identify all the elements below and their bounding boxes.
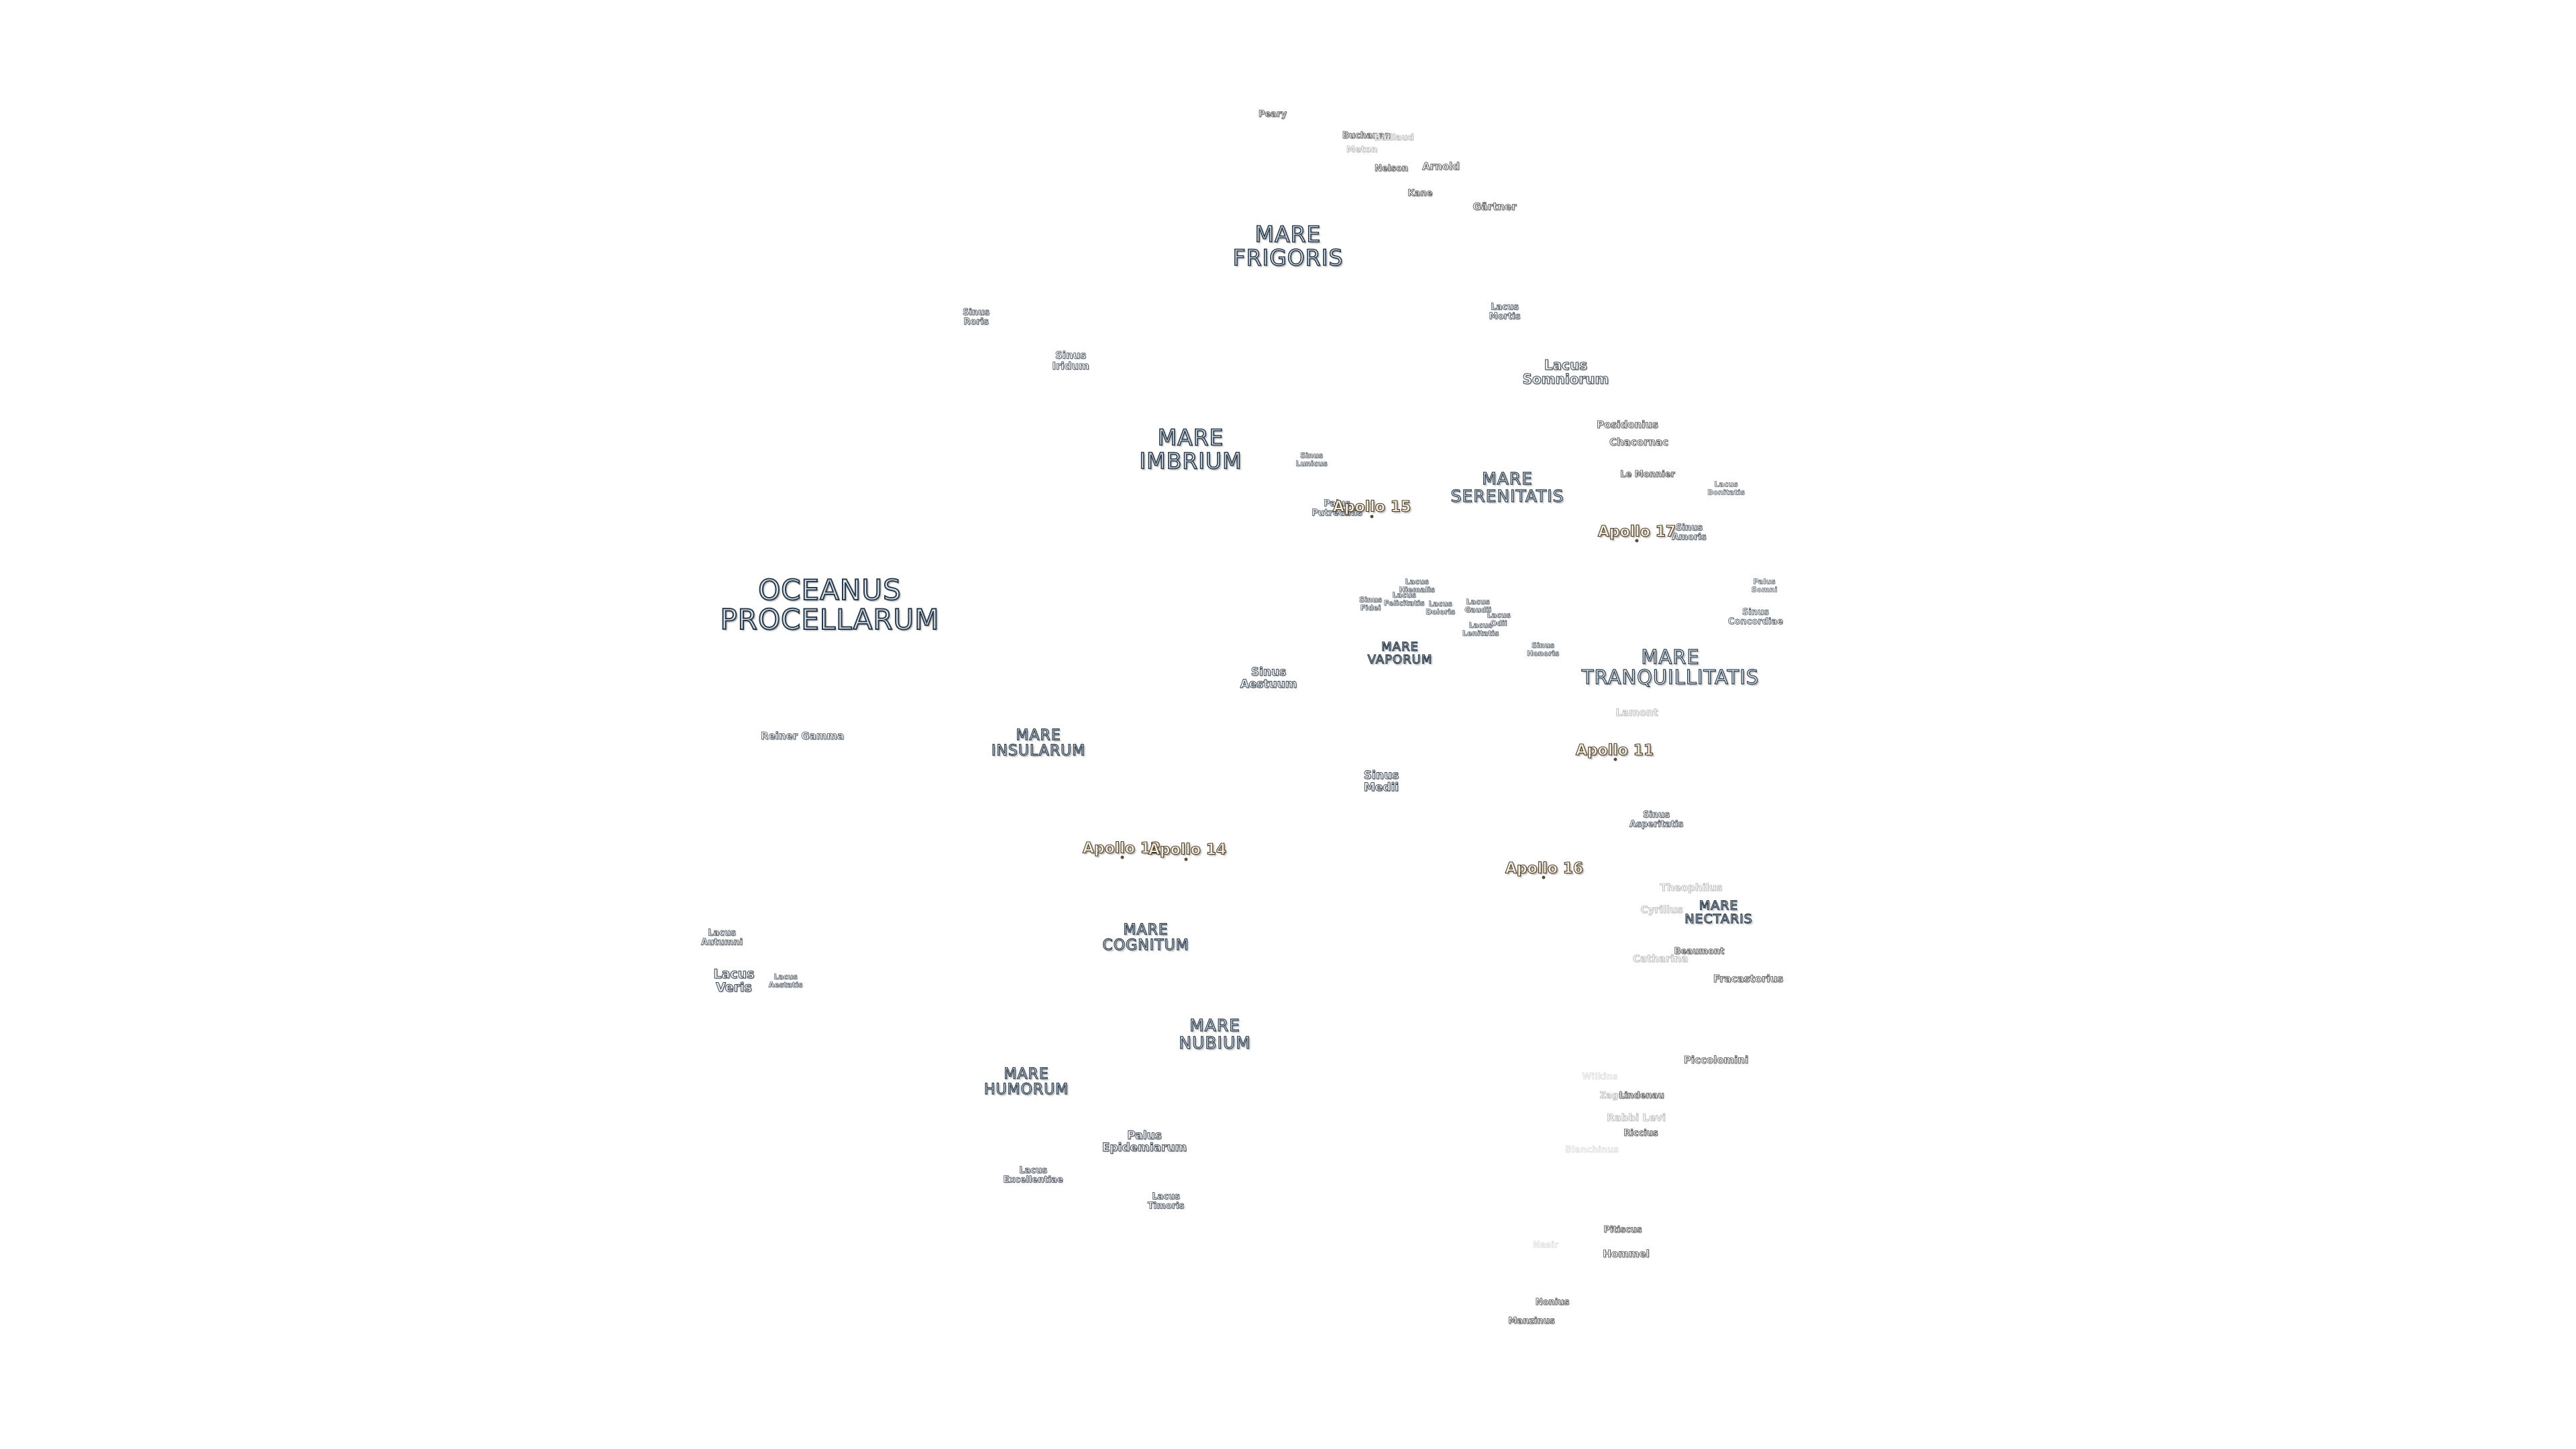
- label-sinus-amoris: Sinus Amoris: [1672, 523, 1707, 542]
- label-lacus-felicitatis: Lacus Felicitatis: [1383, 590, 1425, 607]
- label-lacus-odii: Lacus Odii: [1487, 610, 1511, 627]
- apollo-11-site-marker: [1613, 757, 1617, 761]
- label-lacus-excellentiae: Lacus Excellentiae: [1003, 1165, 1063, 1185]
- label-crater-hommel: Hommel: [1603, 1248, 1650, 1260]
- label-mare-imbrium: MARE IMBRIUM: [1139, 424, 1242, 474]
- apollo-14-site-marker: [1184, 857, 1188, 861]
- label-lacus-timoris: Lacus Timoris: [1147, 1191, 1185, 1211]
- label-sinus-lunicus: Sinus Lunicus: [1295, 451, 1328, 468]
- label-mare-serenitatis: MARE SERENITATIS: [1450, 468, 1564, 506]
- label-lacus-somniorum: Lacus Somniorum: [1522, 357, 1609, 387]
- label-crater-piccolomini: Piccolomini: [1683, 1054, 1749, 1067]
- label-palus-epidemiarum: Palus Epidemiarum: [1102, 1129, 1187, 1155]
- label-lacus-mortis: Lacus Mortis: [1489, 302, 1521, 321]
- label-crater-fracastorius: Fracastorius: [1713, 973, 1784, 985]
- label-crater-buchanan: Buchanan: [1342, 131, 1391, 142]
- label-crater-arnold: Arnold: [1422, 160, 1460, 173]
- label-lacus-aestatis: Lacus Aestatis: [768, 972, 803, 989]
- label-crater-chacornac: Chacornac: [1609, 436, 1669, 449]
- label-mare-humorum: MARE HUMORUM: [983, 1065, 1069, 1098]
- apollo-16-site-marker: [1542, 875, 1546, 879]
- label-sinus-medii: Sinus Medii: [1363, 769, 1399, 794]
- label-crater-posidonius: Posidonius: [1597, 419, 1659, 431]
- label-crater-kane: Kane: [1407, 189, 1433, 199]
- label-crater-meton: Meton: [1346, 145, 1378, 156]
- label-lacus-hiemalis: Lacus Hiemalis: [1399, 577, 1435, 594]
- label-apollo-12: Apollo 12: [1082, 840, 1161, 857]
- apollo-17-site-marker: [1635, 539, 1639, 543]
- label-mare-tranquillitatis: MARE TRANQUILLITATIS: [1581, 645, 1760, 689]
- label-crater-peary: Peary: [1258, 109, 1287, 120]
- label-sinus-roris: Sinus Roris: [962, 307, 990, 327]
- label-lacus-doloris: Lacus Doloris: [1426, 599, 1455, 616]
- label-oceanus-procellarum: OCEANUS PROCELLARUM: [719, 573, 940, 636]
- label-lacus-veris: Lacus Veris: [713, 967, 755, 995]
- label-crater-zagut: Zagut: [1599, 1091, 1629, 1102]
- label-crater-nasir: Nasir: [1532, 1240, 1559, 1251]
- label-lacus-lenitatis: Lacus Lenitatis: [1462, 621, 1499, 637]
- label-crater-cyrillus: Cyrillus: [1640, 904, 1683, 916]
- label-crater-lindenau: Lindenau: [1619, 1091, 1664, 1102]
- label-palus-somni: Palus Somni: [1751, 577, 1778, 594]
- label-palus-putredinis: Palus Putredinis: [1311, 498, 1362, 518]
- label-crater-pitiscus: Pitiscus: [1603, 1225, 1642, 1236]
- label-apollo-16: Apollo 16: [1505, 860, 1584, 877]
- label-lacus-gaudii: Lacus Gaudii: [1464, 597, 1491, 614]
- label-lacus-autumni: Lacus Autumni: [700, 928, 743, 947]
- label-sinus-fidei: Sinus Fidei: [1359, 595, 1383, 612]
- label-crater-beaumont: Beaumont: [1674, 947, 1725, 957]
- label-crater-wilkins: Wilkins: [1582, 1072, 1618, 1083]
- label-mare-insularum: MARE INSULARUM: [991, 727, 1086, 759]
- label-crater-manzinus: Manzinus: [1508, 1316, 1555, 1327]
- label-crater-blanchinus: Blanchinus: [1564, 1145, 1619, 1156]
- label-apollo-15: Apollo 15: [1332, 498, 1411, 516]
- label-sinus-concordiae: Sinus Concordiae: [1727, 607, 1784, 627]
- label-mare-frigoris: MARE FRIGORIS: [1232, 221, 1344, 270]
- label-crater-le-monnier: Le Monnier: [1620, 470, 1676, 480]
- label-crater-baillaud: Baillaud: [1374, 133, 1414, 144]
- label-crater-nonius: Nonius: [1535, 1297, 1570, 1308]
- label-mare-vaporum: MARE VAPORUM: [1367, 640, 1433, 667]
- label-crater-riccius: Riccius: [1623, 1128, 1658, 1139]
- apollo-15-site-marker: [1370, 515, 1374, 519]
- label-crater-lamont: Lamont: [1615, 706, 1658, 719]
- label-crater-catharina: Catharina: [1632, 953, 1688, 965]
- label-sinus-aestuum: Sinus Aestuum: [1240, 665, 1297, 691]
- label-crater-theophilus: Theophilus: [1660, 881, 1723, 894]
- label-sinus-honoris: Sinus Honoris: [1527, 641, 1560, 657]
- label-lacus-bonitatis: Lacus Bonitatis: [1707, 480, 1745, 496]
- label-apollo-14: Apollo 14: [1148, 841, 1227, 859]
- label-reiner-gamma: Reiner Gamma: [760, 730, 845, 743]
- label-crater-gartner: Gärtner: [1472, 201, 1517, 213]
- label-sinus-iridum: Sinus Iridum: [1052, 349, 1089, 372]
- label-mare-nubium: MARE NUBIUM: [1179, 1015, 1251, 1053]
- label-crater-rabbi-levi: Rabbi Levi: [1606, 1112, 1666, 1124]
- apollo-12-site-marker: [1120, 855, 1124, 859]
- label-apollo-17: Apollo 17: [1597, 523, 1676, 541]
- label-crater-nelson: Nelson: [1374, 164, 1409, 174]
- label-sinus-asperitatis: Sinus Asperitatis: [1629, 810, 1684, 829]
- label-mare-nectaris: MARE NECTARIS: [1684, 898, 1753, 926]
- label-apollo-11: Apollo 11: [1575, 742, 1654, 759]
- label-mare-cognitum: MARE COGNITUM: [1102, 921, 1189, 954]
